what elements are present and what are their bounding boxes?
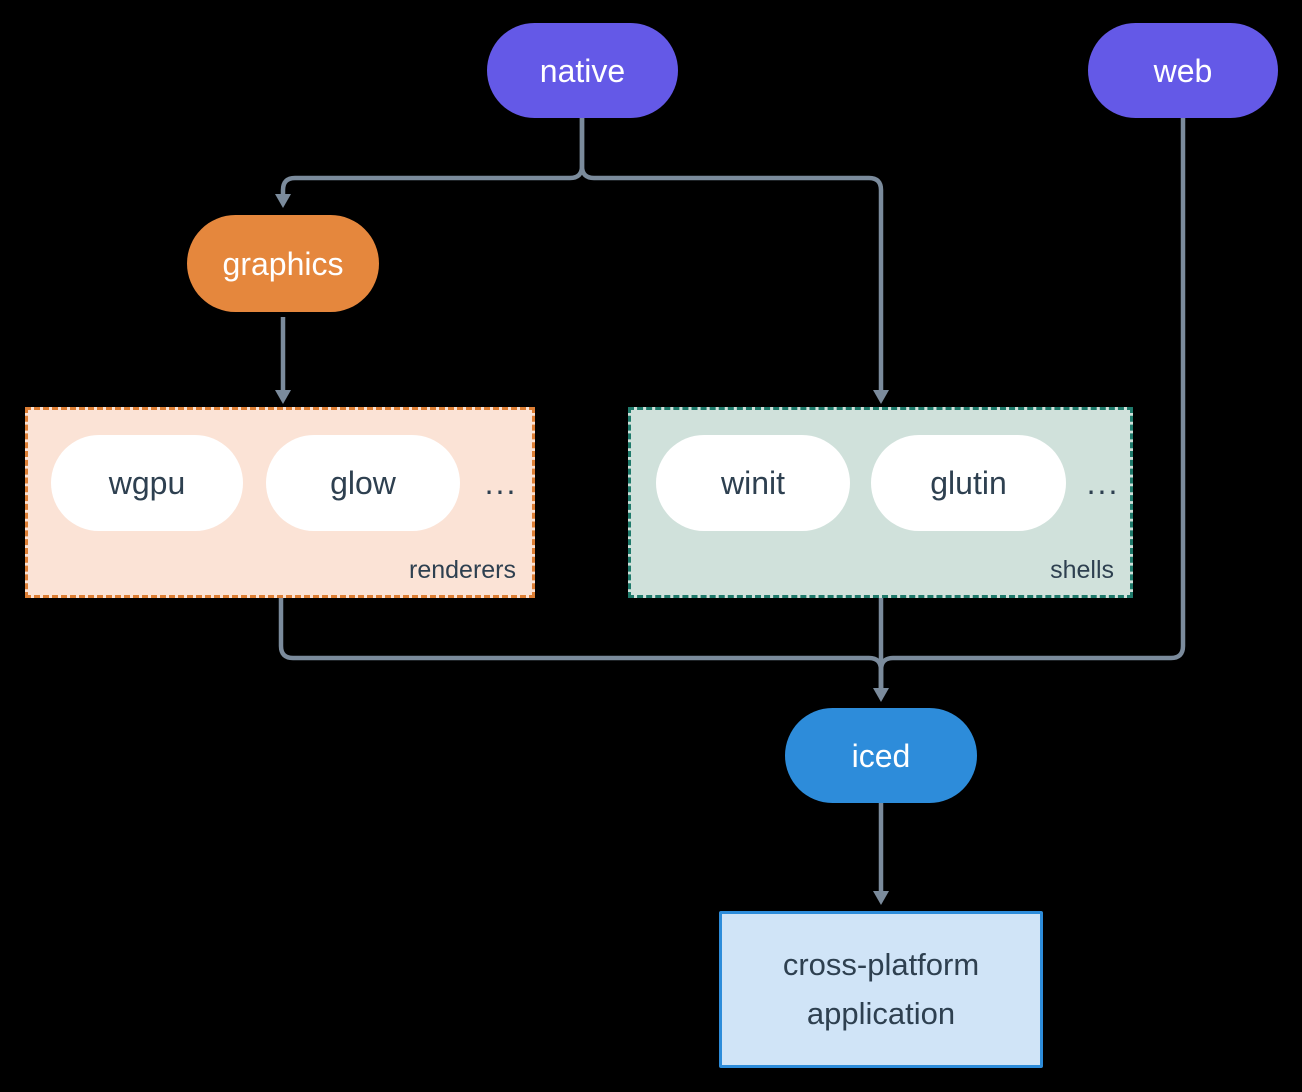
node-winit-label: winit <box>720 465 785 501</box>
shells-ellipsis: ... <box>1086 464 1120 501</box>
node-web-label: web <box>1153 52 1213 89</box>
edge-web-iced <box>878 118 1186 688</box>
app-label-line2: application <box>806 995 956 1031</box>
node-iced: iced <box>785 708 977 803</box>
node-glutin: glutin <box>871 435 1066 531</box>
arrowhead-into-app <box>873 891 889 905</box>
node-native: native <box>487 23 678 118</box>
edge-native-graphics <box>280 118 585 194</box>
app-label-line1: cross-platform <box>782 947 980 983</box>
node-web: web <box>1088 23 1278 118</box>
shells-group-label: shells <box>1050 556 1114 584</box>
arrowhead-into-shells <box>873 390 889 404</box>
group-renderers: wgpu glow ... renderers <box>25 407 535 598</box>
node-glow-label: glow <box>330 465 396 501</box>
node-iced-label: iced <box>851 737 911 774</box>
node-glow: glow <box>266 435 460 531</box>
arrowhead-into-renderers <box>275 390 291 404</box>
node-wgpu: wgpu <box>51 435 243 531</box>
node-graphics: graphics <box>187 215 379 312</box>
node-native-label: native <box>539 52 626 89</box>
renderers-ellipsis: ... <box>484 464 518 501</box>
node-glutin-label: glutin <box>930 465 1007 501</box>
group-shells: winit glutin ... shells <box>628 407 1133 598</box>
edge-renderers-iced <box>278 598 884 688</box>
arrowhead-into-graphics <box>275 194 291 208</box>
node-graphics-label: graphics <box>222 245 344 282</box>
renderers-group-label: renderers <box>409 556 516 584</box>
node-wgpu-label: wgpu <box>108 465 186 501</box>
arrowhead-into-iced <box>873 688 889 702</box>
node-winit: winit <box>656 435 850 531</box>
edge-native-shells <box>579 118 884 390</box>
node-cross-platform-application: cross-platform application <box>719 911 1043 1068</box>
